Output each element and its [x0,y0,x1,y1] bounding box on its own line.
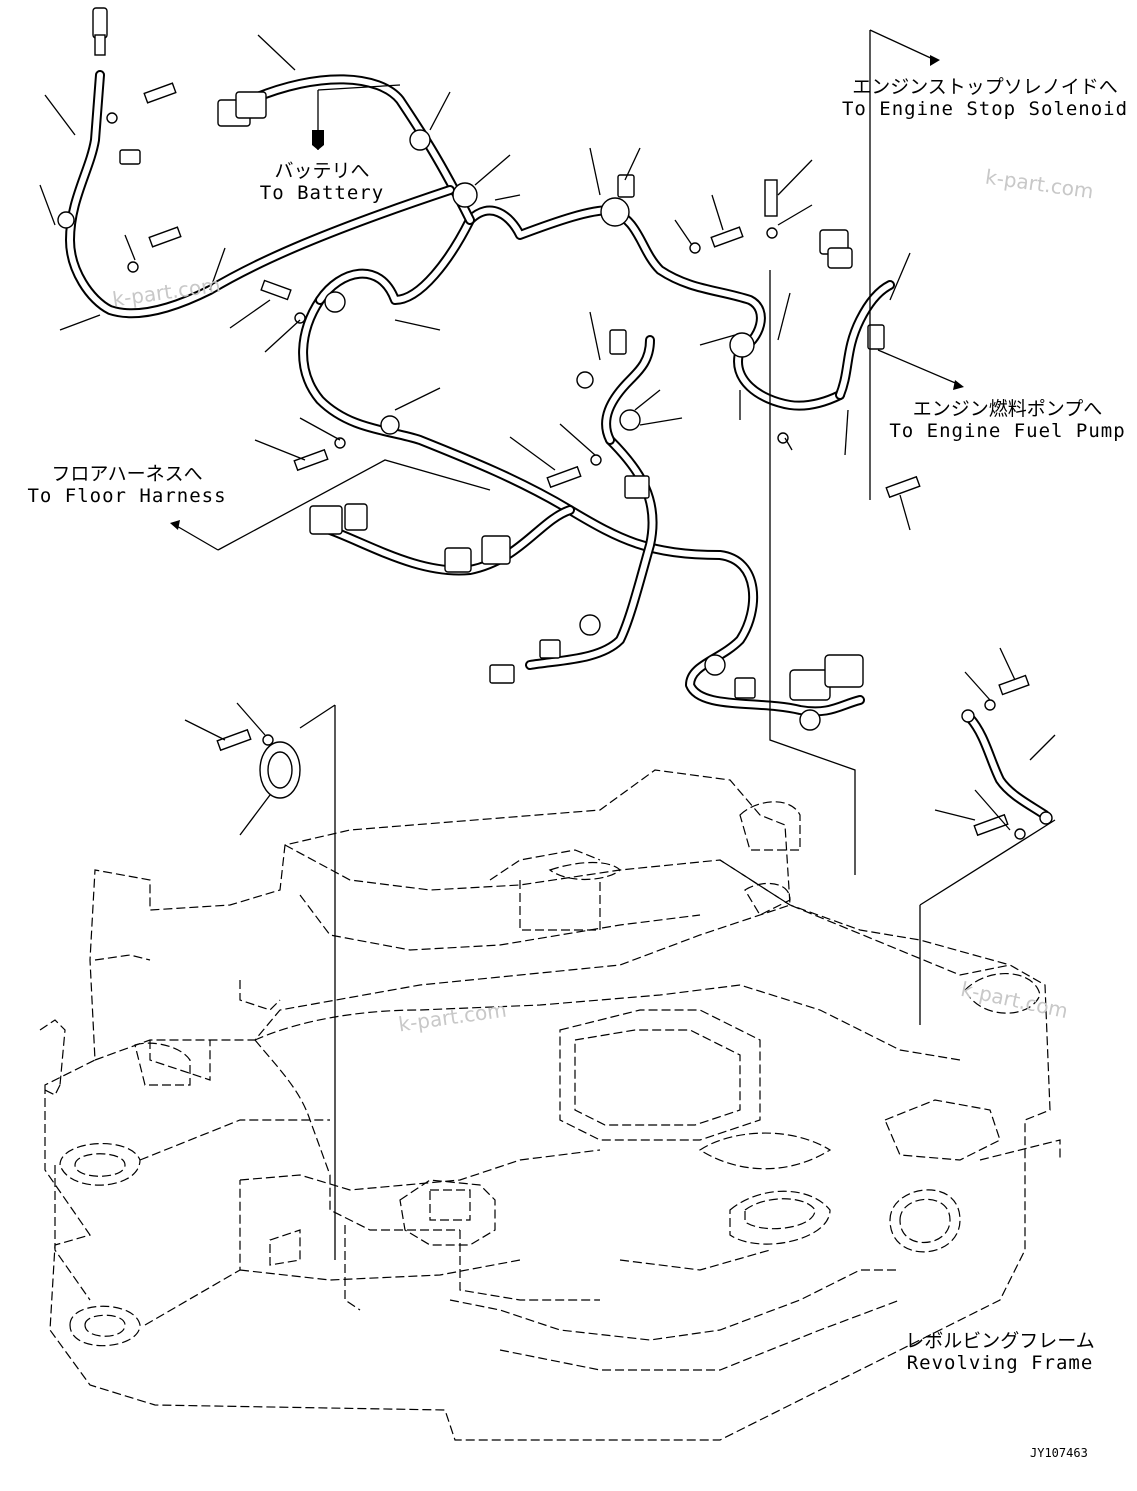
label-to-battery-en: To Battery [259,182,385,204]
label-revolving-frame: レボルビングフレーム Revolving Frame [900,1330,1100,1374]
label-to-engine-stop-solenoid: エンジンストップソレノイドへ To Engine Stop Solenoid [840,76,1130,120]
connectors-and-clamps [57,7,1053,840]
leader-lines [39,34,1056,836]
label-to-engine-fuel-pump: エンジン燃料ポンプへ To Engine Fuel Pump [885,398,1130,442]
label-to-battery-ja: バッテリへ [274,160,370,182]
wire-harness [65,70,895,717]
label-to-engine-fuel-pump-en: To Engine Fuel Pump [889,420,1126,442]
label-to-floor-harness: フロアハーネスへ To Floor Harness [22,463,232,507]
label-to-battery: バッテリへ To Battery [252,160,392,204]
drawing-code: JY107463 [1030,1446,1088,1460]
reference-lines [170,29,1056,1260]
label-to-engine-stop-solenoid-ja: エンジンストップソレノイドへ [852,76,1118,98]
revolving-frame-drawing [39,769,1061,1441]
label-to-floor-harness-ja: フロアハーネスへ [51,463,203,485]
label-to-engine-fuel-pump-ja: エンジン燃料ポンプへ [912,398,1103,420]
label-revolving-frame-en: Revolving Frame [906,1352,1094,1374]
label-revolving-frame-ja: レボルビングフレーム [905,1330,1095,1352]
label-to-floor-harness-en: To Floor Harness [27,485,227,507]
label-to-engine-stop-solenoid-en: To Engine Stop Solenoid [841,98,1129,120]
